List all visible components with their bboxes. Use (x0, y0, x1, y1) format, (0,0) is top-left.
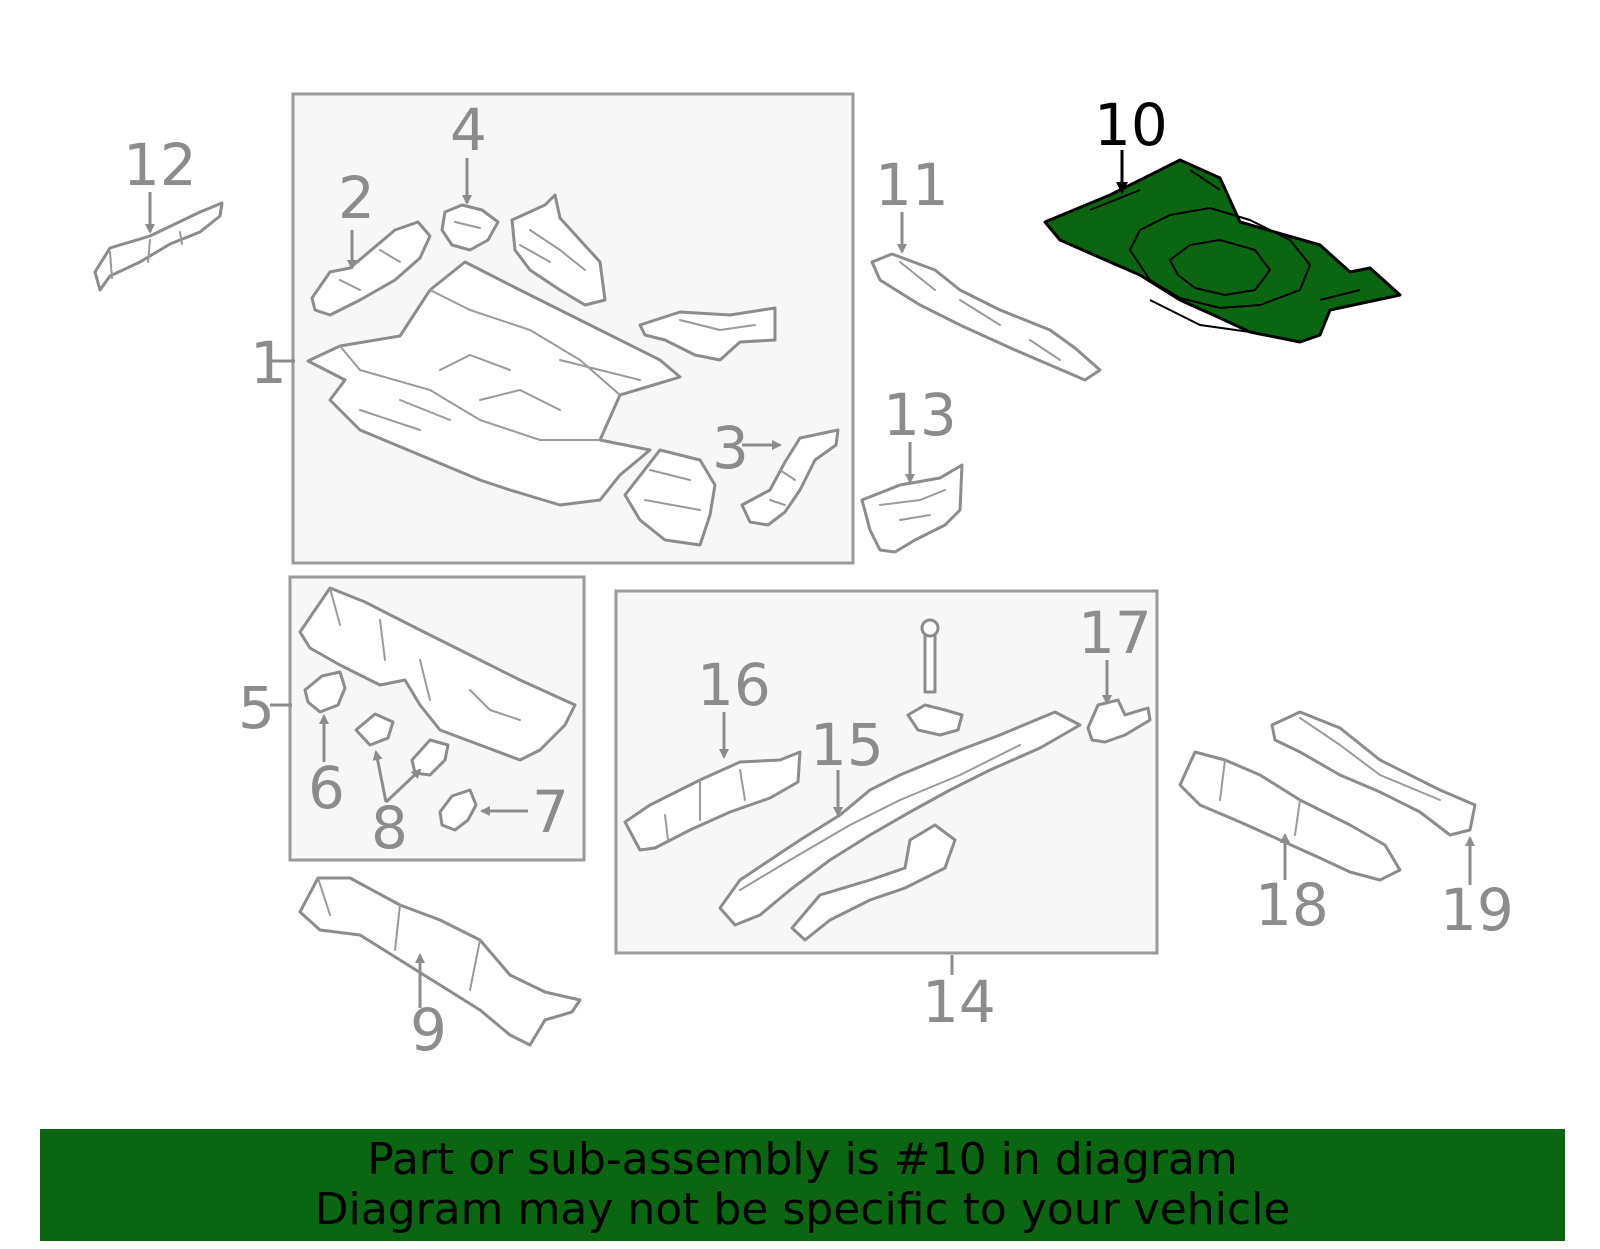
part-9-drawing[interactable] (298, 876, 582, 1047)
part-10-drawing[interactable] (1043, 158, 1402, 344)
callout-15: 15 (810, 711, 884, 779)
part-15-drawing[interactable] (718, 710, 1082, 942)
banner-line-2: Diagram may not be specific to your vehi… (314, 1184, 1291, 1235)
part-1-bracket-drawing[interactable] (510, 193, 777, 362)
part-12-drawing[interactable] (93, 201, 224, 292)
callout-13: 13 (883, 381, 957, 449)
part-1-drawing[interactable] (306, 260, 717, 547)
callout-12: 12 (123, 131, 197, 199)
callout-6: 6 (308, 754, 345, 822)
part-16-drawing[interactable] (623, 750, 802, 852)
part-18-drawing[interactable] (1178, 750, 1402, 882)
callout-5: 5 (238, 674, 275, 742)
part-19-drawing[interactable] (1270, 710, 1477, 837)
part-11-drawing[interactable] (870, 252, 1102, 382)
callout-11: 11 (875, 151, 949, 219)
info-banner: Part or sub-assembly is #10 in diagram D… (40, 1129, 1565, 1241)
callout-10: 10 (1094, 91, 1168, 159)
part-13-drawing[interactable] (860, 463, 964, 554)
callout-2: 2 (338, 164, 375, 232)
leader-lines (145, 150, 1475, 1008)
callout-19: 19 (1440, 876, 1514, 944)
callout-4: 4 (450, 96, 487, 164)
part-15-bolt-drawing[interactable] (906, 618, 964, 737)
group-box-14 (614, 589, 1159, 955)
part-6-drawing[interactable] (303, 670, 347, 714)
callout-16: 16 (697, 651, 771, 719)
callout-9: 9 (410, 996, 447, 1064)
callout-18: 18 (1255, 871, 1329, 939)
callout-8: 8 (371, 794, 408, 862)
callout-3: 3 (712, 414, 749, 482)
callout-1: 1 (250, 329, 287, 397)
callout-14: 14 (922, 968, 996, 1036)
banner-line-1: Part or sub-assembly is #10 in diagram (367, 1134, 1238, 1185)
part-5-drawing[interactable] (298, 586, 577, 762)
part-4-drawing[interactable] (440, 203, 500, 252)
part-3-drawing[interactable] (740, 428, 840, 527)
callout-7: 7 (532, 778, 569, 846)
part-7-drawing[interactable] (438, 788, 478, 832)
callout-17: 17 (1078, 599, 1152, 667)
part-2-drawing[interactable] (310, 220, 432, 317)
